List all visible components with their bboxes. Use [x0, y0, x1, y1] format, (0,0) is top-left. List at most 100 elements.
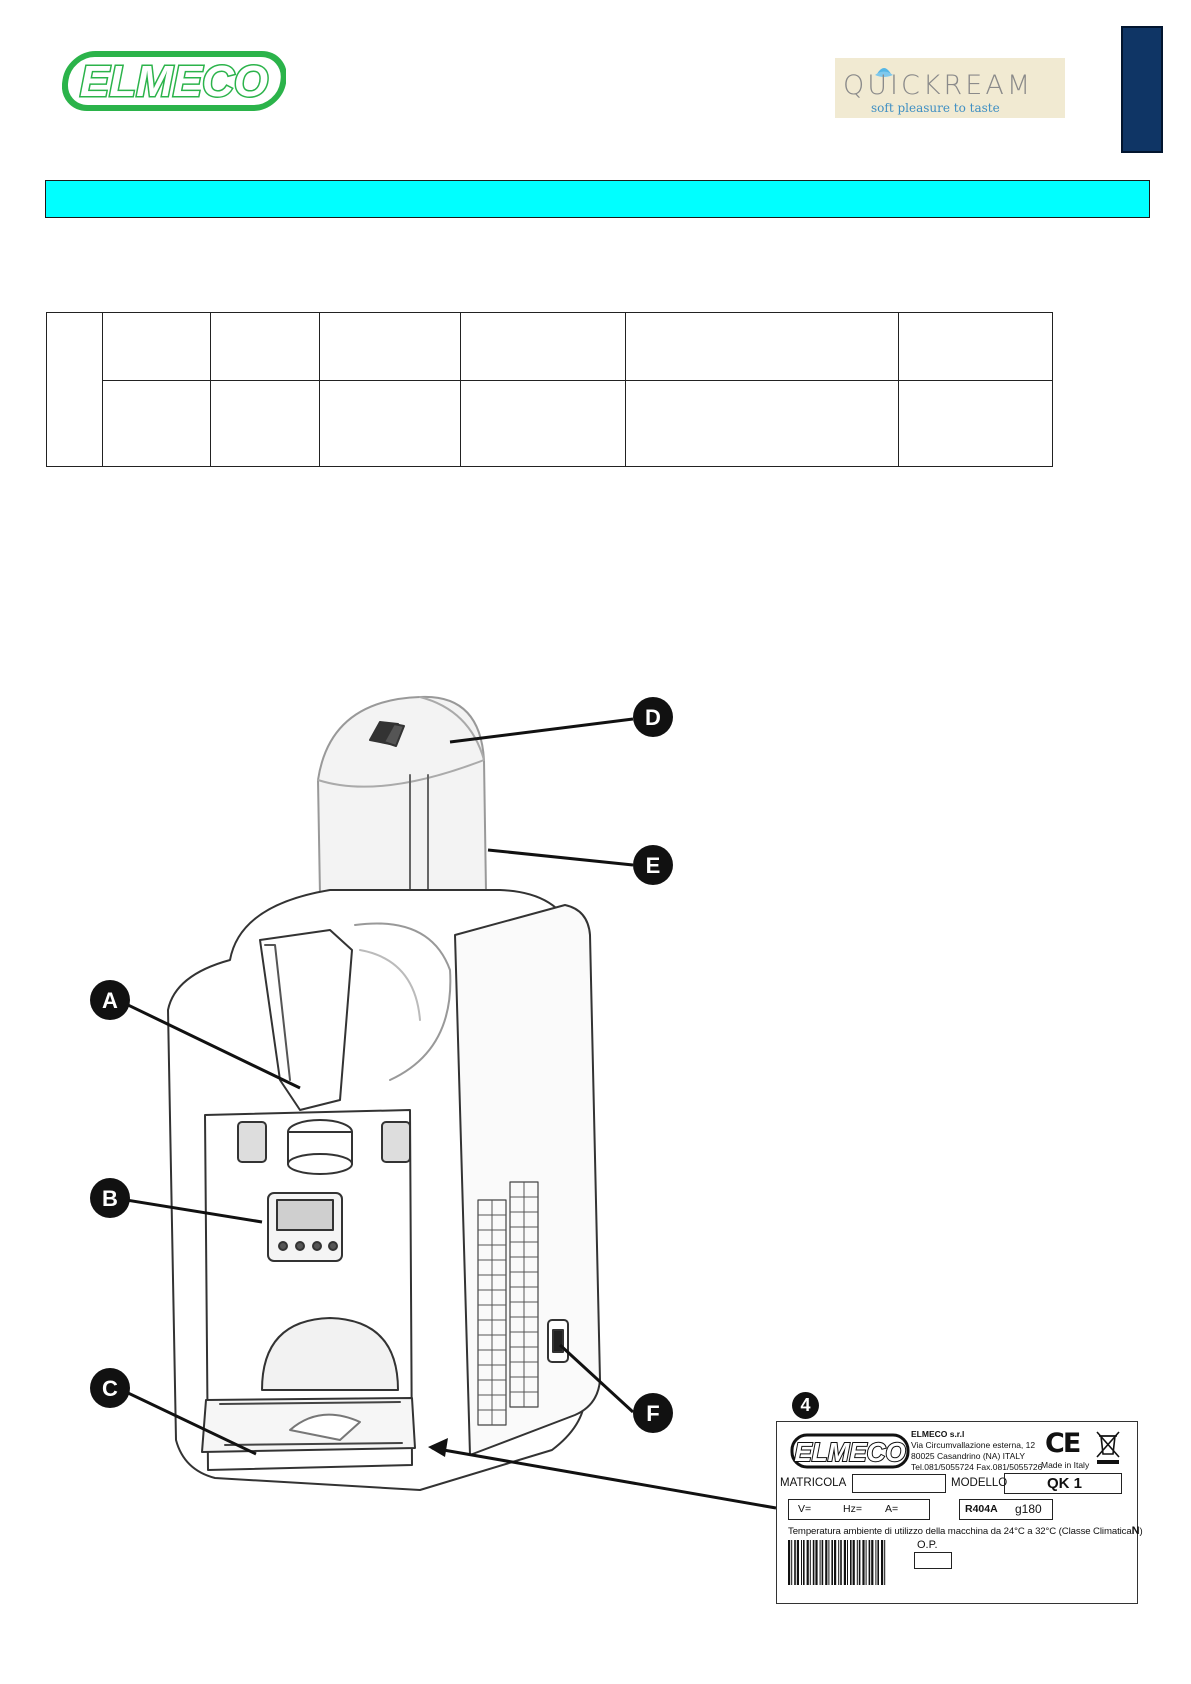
op-field: [914, 1552, 952, 1569]
callout-a-label: A: [102, 988, 118, 1013]
callout-f: [633, 1393, 673, 1433]
climate-class: N: [1131, 1525, 1140, 1537]
callout-f-label: F: [646, 1401, 659, 1426]
quickream-wordmark: QUICKREAM: [843, 70, 1034, 101]
refrigerant-charge: g180: [1015, 1502, 1042, 1516]
model-value: QK 1: [1047, 1475, 1083, 1492]
made-in-italy: Made in Italy: [1041, 1460, 1090, 1470]
barcode-bar: [834, 1540, 837, 1585]
table-cell: [210, 312, 320, 381]
barcode-bar: [796, 1540, 799, 1585]
table-cell: [460, 380, 626, 467]
modello-field: [1004, 1473, 1122, 1494]
matricola-field: [852, 1474, 946, 1493]
table-row: [47, 380, 1053, 467]
quickream-logo: QUICKREAM soft pleasure to taste: [835, 58, 1065, 118]
leader-line-plate: [431, 1446, 777, 1510]
company-address-1: Via Circumvallazione esterna, 12: [911, 1440, 1036, 1450]
callout-e: [633, 845, 673, 885]
refrigerant-value: R404A: [965, 1503, 998, 1515]
barcode-bar: [801, 1540, 802, 1585]
company-name: ELMECO s.r.l: [911, 1429, 965, 1439]
matricola-label: MATRICOLA: [780, 1477, 847, 1489]
plate-number-badge: 4: [792, 1392, 819, 1419]
leader-line-b: [125, 1198, 263, 1224]
barcode-bar: [838, 1540, 840, 1585]
barcode-bar: [852, 1540, 855, 1585]
barcode-bar: [791, 1540, 793, 1585]
barcode-bar: [794, 1540, 796, 1585]
table-cell: [45, 312, 104, 467]
temperature-note: Temperatura ambiente di utilizzo della m…: [788, 1525, 1143, 1537]
elmeco-logo-text: ELMECO: [80, 57, 268, 106]
plate-logo: ELMECO: [790, 1433, 910, 1469]
barcode-bar: [865, 1540, 867, 1585]
table-cell: [898, 312, 1053, 381]
barcode-bar: [847, 1540, 848, 1585]
company-info: ELMECO s.r.l Via Circumvallazione estern…: [911, 1429, 1046, 1473]
barcode-bar: [858, 1540, 861, 1585]
callout-a: [90, 980, 130, 1020]
current-label: A=: [885, 1503, 899, 1515]
barcode-bar: [809, 1540, 811, 1585]
op-label: O.P.: [917, 1539, 938, 1551]
company-phone: Tel.081/5055724 Fax.081/5055726: [911, 1462, 1043, 1472]
leader-line-c: [125, 1390, 257, 1456]
table-cell: [898, 380, 1053, 467]
ice-cream-icon: [875, 68, 893, 77]
barcode-bar: [819, 1540, 821, 1585]
table-cell: [318, 312, 462, 381]
barcode-bar: [812, 1540, 815, 1585]
barcode-bar: [806, 1540, 809, 1585]
callout-b: [90, 1178, 130, 1218]
voltage-label: V=: [798, 1503, 812, 1515]
callout-e-label: E: [646, 853, 661, 878]
quickream-tagline: soft pleasure to taste: [871, 101, 1000, 115]
section-tab: [1121, 26, 1163, 153]
barcode-bar: [871, 1540, 874, 1585]
barcode-bar: [828, 1540, 830, 1585]
leader-line-a: [125, 1002, 301, 1090]
callout-c: [90, 1368, 130, 1408]
svg-text:ELMECO: ELMECO: [794, 1437, 905, 1467]
table-cell: [210, 380, 320, 467]
leader-line-f: [558, 1343, 635, 1414]
refrigerant-field: [959, 1499, 1053, 1520]
barcode-bar: [803, 1540, 805, 1585]
barcode-bar: [856, 1540, 858, 1585]
ce-mark: CE: [1045, 1428, 1081, 1459]
elmeco-logo: ELMECO: [61, 48, 287, 112]
table-cell: [102, 380, 212, 467]
leader-line-e: [487, 848, 634, 867]
leader-line-d: [449, 717, 634, 744]
barcode-bar: [884, 1540, 886, 1585]
arrow-head: [428, 1438, 448, 1457]
callout-d: [633, 697, 673, 737]
callout-d-label: D: [645, 705, 661, 730]
barcode: [788, 1540, 886, 1585]
barcode-bar: [850, 1540, 852, 1585]
barcode-bar: [875, 1540, 877, 1585]
electrical-field: [788, 1499, 930, 1520]
callout-b-label: B: [102, 1186, 118, 1211]
barcode-bar: [868, 1540, 871, 1585]
barcode-bar: [831, 1540, 833, 1585]
barcode-bar: [843, 1540, 846, 1585]
rating-plate: ELMECO ELMECO s.r.l Via Circumvallazione…: [776, 1421, 1143, 1604]
callout-c-label: C: [102, 1376, 118, 1401]
barcode-bar: [815, 1540, 818, 1585]
table-cell: [624, 380, 900, 467]
section-title-bar: [45, 180, 1150, 218]
frequency-label: Hz=: [843, 1503, 862, 1515]
crossed-bin-icon: [1096, 1431, 1120, 1464]
modello-label: MODELLO: [951, 1477, 1008, 1489]
company-address-2: 80025 Casandrino (NA) ITALY: [911, 1451, 1026, 1461]
barcode-bar: [788, 1540, 791, 1585]
table-row: [45, 312, 1053, 467]
barcode-bar: [862, 1540, 865, 1585]
barcode-bar: [881, 1540, 884, 1585]
barcode-bar: [840, 1540, 842, 1585]
barcode-bar: [825, 1540, 828, 1585]
table-cell: [624, 312, 900, 381]
